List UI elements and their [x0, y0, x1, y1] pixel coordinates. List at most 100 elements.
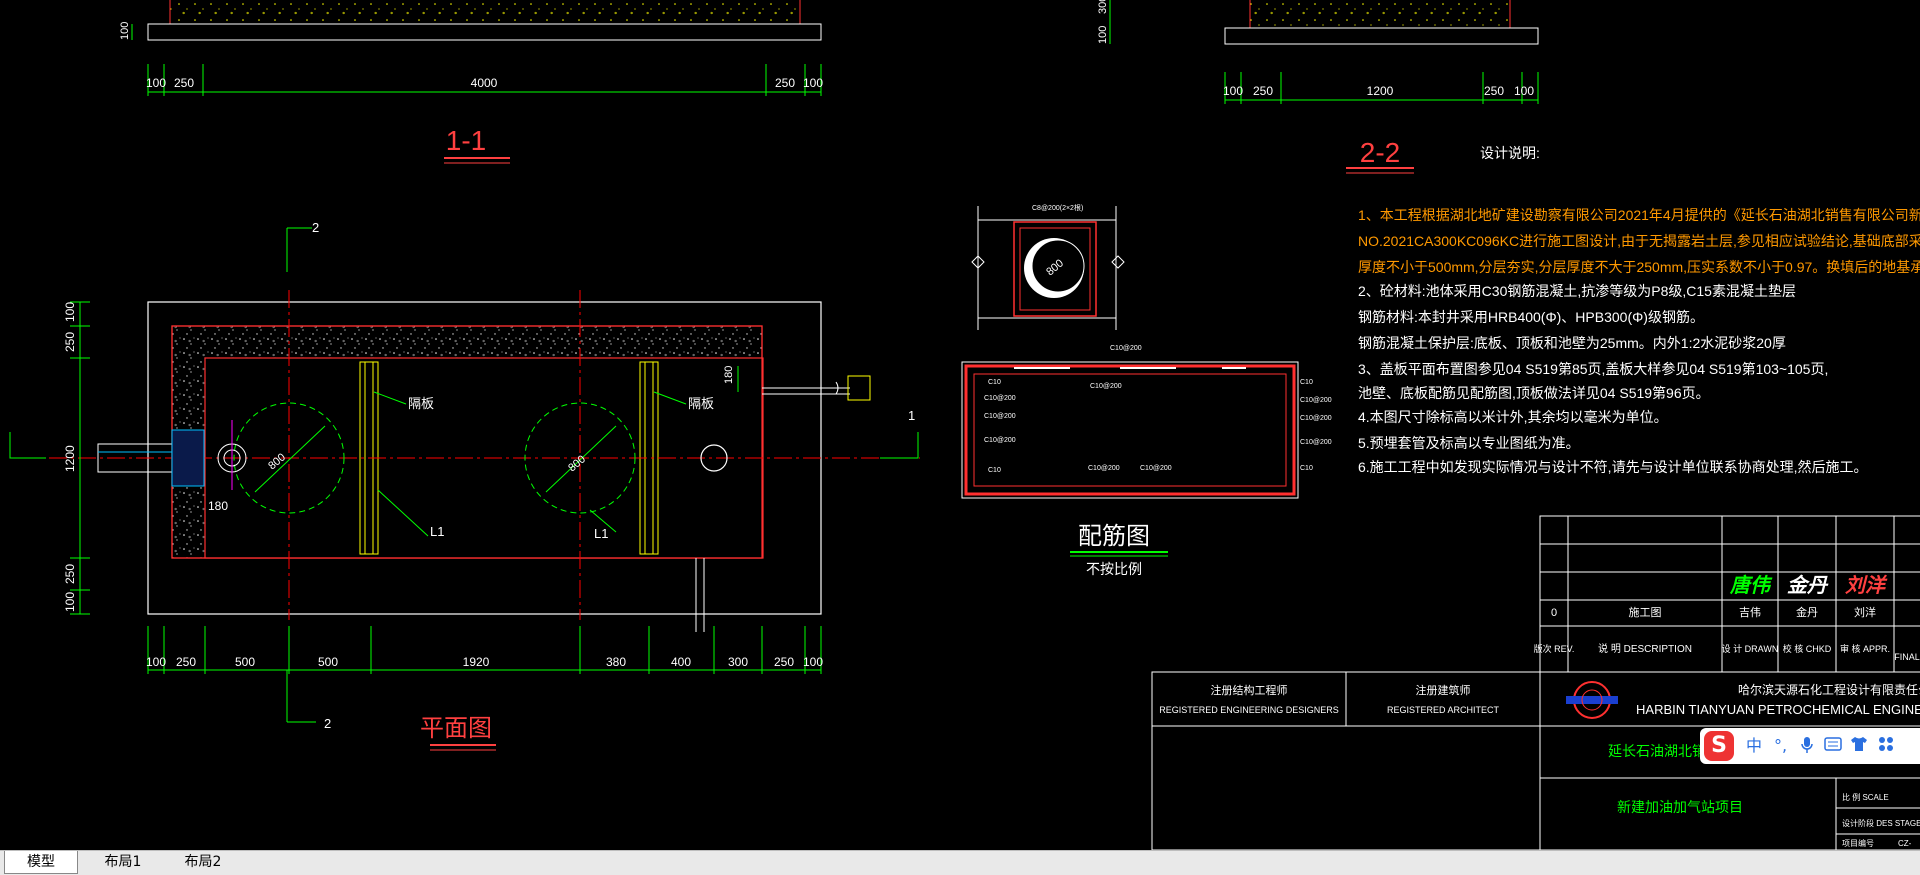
plan-dim-bottom-b: 250 — [176, 655, 196, 669]
company-cn: 哈尔滨天源石化工程设计有限责任公司 — [1738, 682, 1920, 697]
note-white-5: 池壁、底板配筋见配筋图,顶板做法详见04 S519第96页。 — [1358, 385, 1710, 401]
drawing-no: CZ- — [1898, 839, 1912, 848]
reg-engineer-cn: 注册结构工程师 — [1211, 683, 1288, 697]
plan-dim-left-a: 100 — [63, 302, 77, 322]
reg-architect-cn: 注册建筑师 — [1416, 683, 1471, 697]
grid-icon[interactable] — [1878, 736, 1894, 757]
ime-language-toggle[interactable]: 中 — [1746, 736, 1763, 755]
rev-checked: 金丹 — [1796, 605, 1818, 619]
plan-title: 平面图 — [420, 715, 492, 742]
scale-label: 比 例 SCALE — [1842, 792, 1889, 802]
plan-dim-bottom-h: 300 — [728, 655, 748, 669]
dim-1-1-e: 100 — [803, 76, 823, 90]
shirt-icon[interactable] — [1850, 736, 1868, 757]
plan-view: 800 800 180 180 隔板 隔板 L1 L1 — [9, 220, 920, 751]
svg-text:C10: C10 — [988, 379, 1001, 386]
project-no-label: 项目编号 — [1842, 838, 1874, 848]
plan-dim-left-e: 100 — [63, 592, 77, 612]
microphone-icon[interactable] — [1800, 736, 1814, 759]
ime-toolbar[interactable]: S 中 °, — [1700, 728, 1920, 764]
ime-logo[interactable]: S — [1704, 731, 1734, 761]
svg-text:C10@200: C10@200 — [1300, 439, 1332, 446]
plan-dim-bottom-f: 380 — [606, 655, 626, 669]
plan-dim-left-b: 250 — [63, 332, 77, 352]
tab-layout2[interactable]: 布局2 — [184, 854, 222, 870]
section-1-1: 100 250 4000 250 100 100 1-1 — [119, 0, 823, 164]
rebar-subtitle: 不按比例 — [1086, 561, 1142, 577]
section-2-2: 100 250 1200 250 100 300 100 2-2 — [1097, 0, 1539, 174]
svg-text:C10: C10 — [988, 467, 1001, 474]
svg-text:C10@200: C10@200 — [1300, 415, 1332, 422]
svg-text:C10@200: C10@200 — [984, 395, 1016, 402]
note-white-3: 钢筋混凝土保护层:底板、顶板和池壁为25mm。内外1:2水泥砂浆20厚 — [1358, 335, 1786, 351]
note-white-4: 3、盖板平面布置图参见04 S519第85页,盖板大样参见04 S519第103… — [1358, 361, 1828, 377]
tab-layout1[interactable]: 布局1 — [104, 854, 142, 870]
section-2-2-title: 2-2 — [1360, 137, 1400, 168]
svg-text:C10@200: C10@200 — [1300, 397, 1332, 404]
plan-dim-left-c: 1200 — [63, 445, 77, 472]
note-white-1: 2、砼材料:池体采用C30钢筋混凝土,抗渗等级为P8级,C15素混凝土垫层 — [1358, 283, 1796, 299]
svg-text:C10: C10 — [1300, 379, 1313, 386]
reg-engineer-en: REGISTERED ENGINEERING DESIGNERS — [1159, 705, 1339, 715]
note-orange-2: NO.2021CA300KC096KC进行施工图设计,由于无揭露岩土层,参见相应… — [1358, 233, 1920, 249]
svg-text:C10@200: C10@200 — [1090, 383, 1122, 390]
plan-dim-bottom-e: 1920 — [463, 655, 490, 669]
plan-l1-b: L1 — [594, 526, 608, 541]
hdr-checked: 校 核 CHKD — [1783, 643, 1832, 654]
dim-2-2-b: 250 — [1253, 84, 1273, 98]
dim-1-1-c: 4000 — [471, 76, 498, 90]
plan-dim-bottom-d: 500 — [318, 655, 338, 669]
note-orange-3: 厚度不小于500mm,分层夯实,分层厚度不大于250mm,压实系数不小于0.97… — [1358, 259, 1920, 275]
hdr-approved: 审 核 APPR. — [1840, 643, 1890, 654]
plan-dim-bottom-i: 250 — [774, 655, 794, 669]
dim-1-1-d: 250 — [775, 76, 795, 90]
dim-2-2-d: 250 — [1484, 84, 1504, 98]
note-white-7: 5.预埋套管及标高以专业图纸为准。 — [1358, 435, 1580, 451]
tab-model[interactable]: 模型 — [4, 851, 78, 874]
dim-1-1-b: 250 — [174, 76, 194, 90]
plan-l1-a: L1 — [430, 524, 444, 539]
manhole-detail: 800 C8@200(2×2根) — [971, 203, 1125, 330]
dim-2-2-c: 1200 — [1367, 84, 1394, 98]
svg-text:C8@200(2×2根): C8@200(2×2根) — [1032, 203, 1083, 212]
rev-number: 0 — [1551, 607, 1557, 619]
plan-baffle2-label: 隔板 — [688, 396, 714, 411]
note-white-2: 钢筋材料:本封井采用HRB400(Φ)、HPB300(Φ)级钢筋。 — [1358, 309, 1704, 325]
hdr-drawn: 设 计 DRAWN — [1722, 643, 1779, 654]
company-en: HARBIN TIANYUAN PETROCHEMICAL ENGINEERIN… — [1636, 702, 1920, 717]
plan-dim-bottom-j: 100 — [803, 655, 823, 669]
dim-2-2-side-a: 300 — [1097, 0, 1109, 14]
hdr-rev: 版次 REV. — [1534, 643, 1575, 654]
plan-dim-bottom-g: 400 — [671, 655, 691, 669]
plan-dim-bottom-a: 100 — [146, 655, 166, 669]
signature-checked: 金丹 — [1787, 574, 1829, 597]
rev-description: 施工图 — [1629, 606, 1662, 619]
keyboard-icon[interactable] — [1824, 736, 1842, 756]
design-notes-title: 设计说明: — [1480, 145, 1540, 161]
hdr-description: 说 明 DESCRIPTION — [1598, 642, 1692, 655]
plan-cut1-right: 1 — [908, 408, 915, 423]
project-subtitle: 新建加油加气站项目 — [1617, 799, 1743, 815]
stage-label: 设计阶段 DES STAGE — [1842, 818, 1920, 828]
design-notes: 设计说明: 1、本工程根据湖北地矿建设勘察有限公司2021年4月提供的《延长石油… — [1358, 145, 1920, 475]
company-logo — [1566, 681, 1618, 719]
svg-text:C10@200: C10@200 — [1140, 465, 1172, 472]
plan-cut2-bottom: 2 — [324, 716, 331, 731]
hdr-final: FINAL — [1894, 652, 1920, 662]
plan-cut2-top: 2 — [312, 220, 319, 235]
cad-model-space[interactable]: 100 250 4000 250 100 100 1-1 100 250 — [0, 0, 1920, 850]
signature-drawn: 唐伟 — [1729, 574, 1773, 597]
plan-dim-bottom-c: 500 — [235, 655, 255, 669]
section-1-1-title: 1-1 — [446, 125, 486, 156]
dim-1-1-side: 100 — [119, 22, 131, 40]
layout-tab-bar: 模型 布局1 布局2 — [0, 850, 1920, 875]
rev-drawn: 吉伟 — [1739, 606, 1761, 619]
reg-architect-en: REGISTERED ARCHITECT — [1387, 705, 1500, 715]
rebar-title: 配筋图 — [1078, 523, 1150, 550]
project-name: 延长石油湖北销售 — [1608, 743, 1720, 759]
plan-dim180-b: 180 — [723, 366, 735, 384]
svg-text:C10@200: C10@200 — [1088, 465, 1120, 472]
ime-punctuation-toggle[interactable]: °, — [1774, 736, 1788, 755]
svg-text:C10@200: C10@200 — [984, 437, 1016, 444]
signature-approved: 刘洋 — [1845, 574, 1888, 597]
